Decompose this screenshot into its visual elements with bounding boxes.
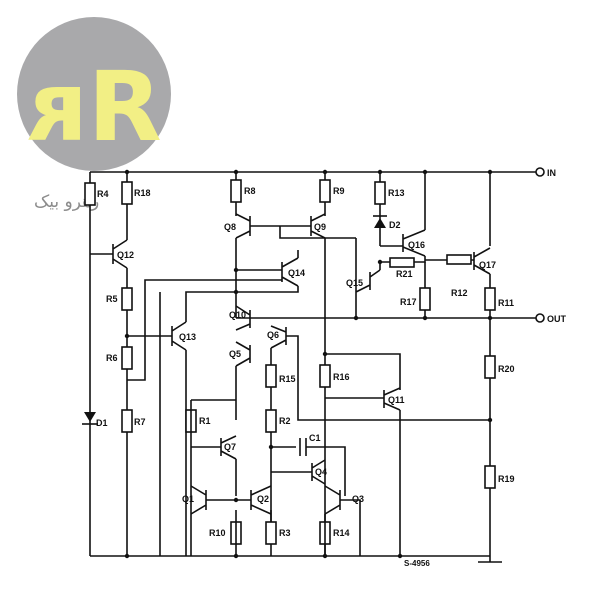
label-r10: R10 <box>209 528 226 538</box>
label-r20: R20 <box>498 364 515 374</box>
label-in: IN <box>547 168 556 178</box>
label-r14: R14 <box>333 528 350 538</box>
zener-d2 <box>374 218 386 228</box>
label-q3: Q3 <box>352 494 364 504</box>
terminal-in <box>535 167 545 177</box>
label-r21: R21 <box>396 269 413 279</box>
label-c1: C1 <box>309 433 321 443</box>
resistor-r12 <box>446 254 472 265</box>
resistor-r13 <box>374 181 386 205</box>
drawing-code: S-4956 <box>404 559 430 568</box>
label-q1: Q1 <box>182 494 194 504</box>
label-q12: Q12 <box>117 250 134 260</box>
zener-d1 <box>84 412 96 422</box>
label-r13: R13 <box>388 188 405 198</box>
label-r3: R3 <box>279 528 291 538</box>
resistor-r8 <box>230 179 242 203</box>
label-r18: R18 <box>134 188 151 198</box>
label-q15: Q15 <box>346 278 363 288</box>
terminal-out <box>535 313 545 323</box>
label-r5: R5 <box>106 294 118 304</box>
resistor-r3 <box>265 521 277 545</box>
label-r19: R19 <box>498 474 515 484</box>
label-r15: R15 <box>279 374 296 384</box>
resistor-r7 <box>121 409 133 433</box>
label-q13: Q13 <box>179 332 196 342</box>
label-r4: R4 <box>97 189 109 199</box>
resistor-r6 <box>121 346 133 370</box>
resistor-r20 <box>484 355 496 379</box>
resistor-r17 <box>419 287 431 311</box>
label-r8: R8 <box>244 186 256 196</box>
logo-letters: ᴙR <box>26 51 162 163</box>
label-r12: R12 <box>451 288 468 298</box>
label-q6: Q6 <box>267 330 279 340</box>
label-r9: R9 <box>333 186 345 196</box>
label-q9: Q9 <box>314 222 326 232</box>
label-r1: R1 <box>199 416 211 426</box>
label-q5: Q5 <box>229 349 241 359</box>
label-q8: Q8 <box>224 222 236 232</box>
resistor-r16 <box>319 364 331 388</box>
label-r2: R2 <box>279 416 291 426</box>
resistor-r21 <box>389 257 415 268</box>
label-d2: D2 <box>389 220 401 230</box>
resistor-r18 <box>121 181 133 205</box>
label-r17: R17 <box>400 297 417 307</box>
label-r7: R7 <box>134 417 146 427</box>
label-q16: Q16 <box>408 240 425 250</box>
label-q10: Q10 <box>229 310 246 320</box>
label-q7: Q7 <box>224 442 236 452</box>
resistor-r15 <box>265 364 277 388</box>
label-q4: Q4 <box>315 467 327 477</box>
label-out: OUT <box>547 314 567 324</box>
resistor-r5 <box>121 287 133 311</box>
resistor-r19 <box>484 465 496 489</box>
resistor-r9 <box>319 179 331 203</box>
resistor-r4 <box>84 182 96 206</box>
company-logo: ᴙR <box>17 17 171 171</box>
label-r11: R11 <box>498 298 514 308</box>
label-q2: Q2 <box>257 494 269 504</box>
junction-dots <box>124 169 493 559</box>
logo-caption: رهرو بیک <box>34 192 99 212</box>
label-r6: R6 <box>106 353 118 363</box>
resistor-r2 <box>265 409 277 433</box>
label-r16: R16 <box>333 372 350 382</box>
label-q11: Q11 <box>388 395 405 405</box>
resistor-r11 <box>484 287 496 311</box>
label-q14: Q14 <box>288 268 305 278</box>
label-q17: Q17 <box>479 260 496 270</box>
label-d1: D1 <box>96 418 108 428</box>
